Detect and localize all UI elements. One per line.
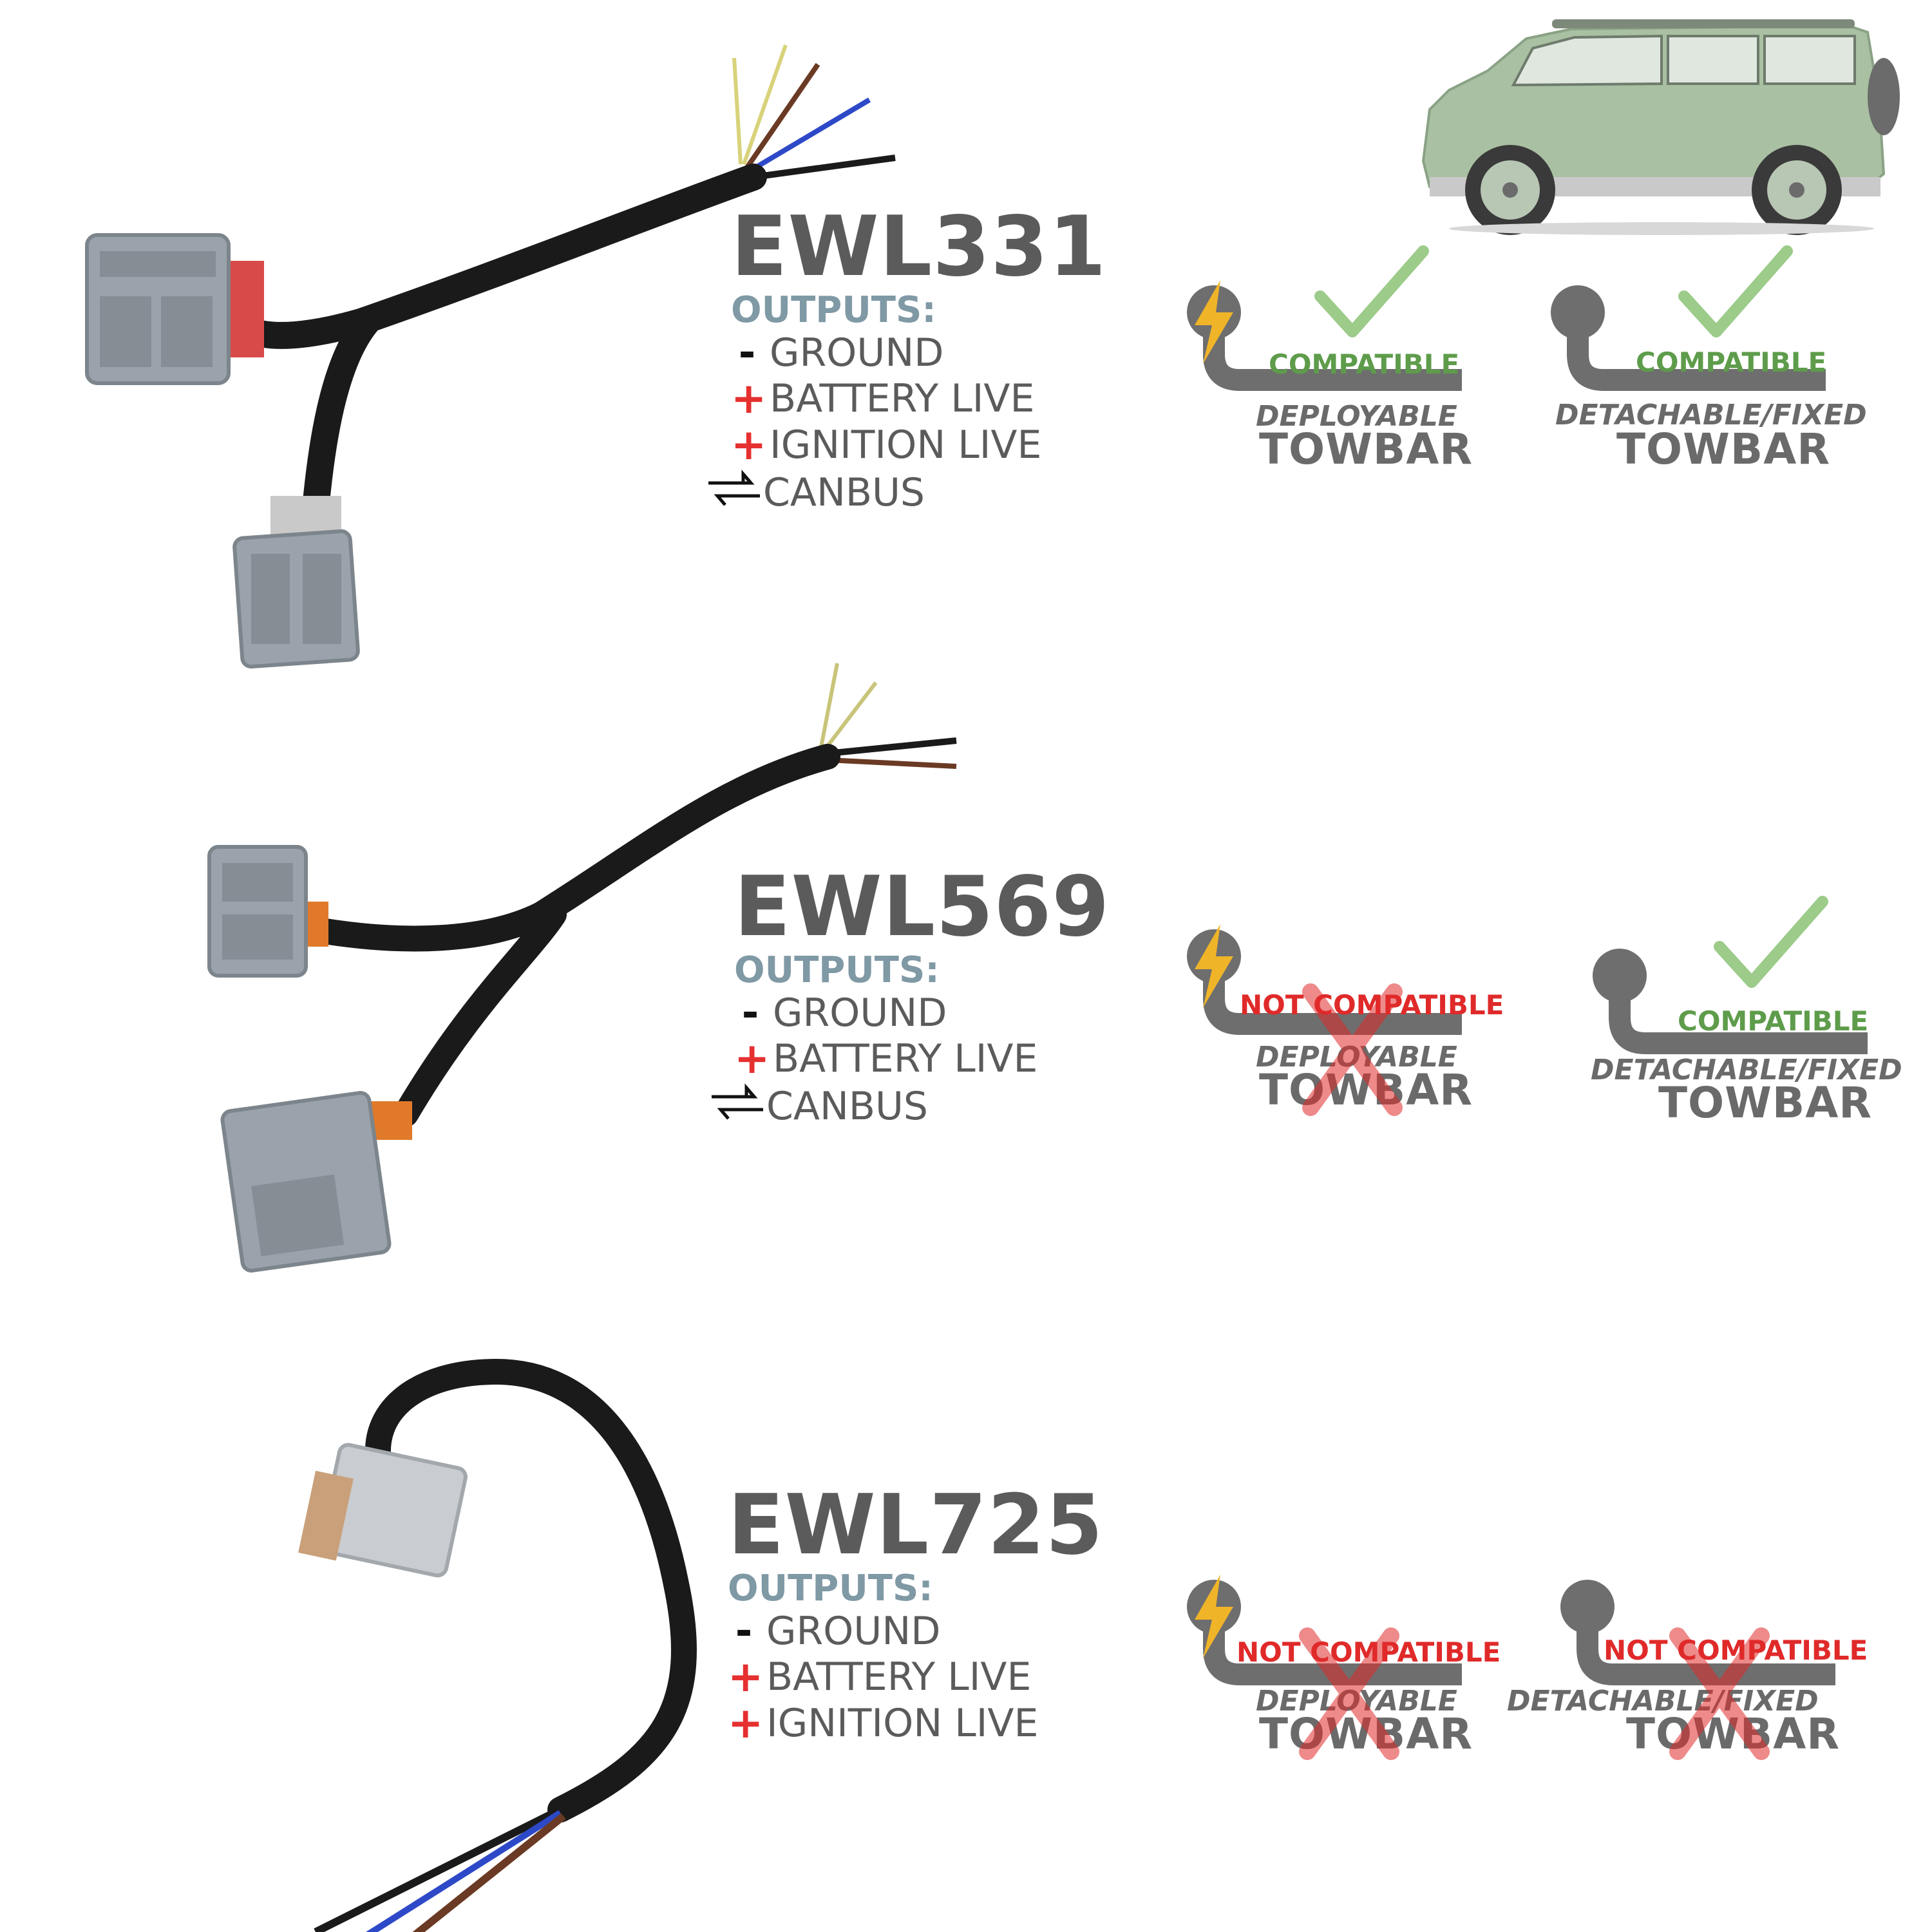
output-battery-live: + BATTERY LIVE — [734, 1037, 1110, 1080]
checkmark-icon — [1678, 245, 1793, 337]
towbar-badge-deployable: COMPATIBLE DEPLOYABLE TOWBAR — [1185, 245, 1472, 471]
towbar-badge-deployable: NOT COMPATIBLE DEPLOYABLE TOWBAR — [1185, 1526, 1520, 1760]
output-ignition-live: + IGNITION LIVE — [728, 1702, 1103, 1745]
checkmark-icon — [1714, 896, 1828, 988]
output-ground: - GROUND — [734, 992, 1110, 1034]
cross-icon — [1669, 1627, 1770, 1760]
harness-image — [85, 44, 896, 669]
product-code: EWL725 — [728, 1477, 1104, 1573]
plus-symbol: + — [731, 374, 767, 423]
output-label: GROUND — [766, 1609, 941, 1654]
vehicle-image — [1421, 19, 1900, 235]
output-canbus: CANBUS — [705, 469, 1106, 515]
output-battery-live: + BATTERY LIVE — [728, 1656, 1103, 1698]
towbar-type-label: DETACHABLE/FIXED — [1591, 1054, 1902, 1086]
output-label: GROUND — [773, 990, 947, 1036]
compatibility-status: COMPATIBLE — [1636, 346, 1827, 378]
output-battery-live: + BATTERY LIVE — [731, 377, 1106, 420]
product-code: EWL569 — [734, 859, 1110, 955]
towbar-label: TOWBAR — [1259, 424, 1473, 474]
product-ewl725: EWL725 OUTPUTS: - GROUND + BATTERY LIVE … — [728, 1484, 1103, 1745]
plus-symbol: + — [731, 420, 767, 469]
compatibility-status: COMPATIBLE — [1269, 348, 1460, 380]
output-label: IGNITION LIVE — [770, 422, 1042, 468]
plus-symbol: + — [728, 1652, 764, 1701]
towbar-type-label: DEPLOYABLE — [1256, 400, 1457, 433]
cross-icon — [1302, 983, 1403, 1116]
output-label: GROUND — [770, 330, 944, 375]
output-label: CANBUS — [763, 470, 925, 515]
product-ewl569: EWL569 OUTPUTS: - GROUND + BATTERY LIVE … — [712, 859, 1110, 1129]
output-label: IGNITION LIVE — [766, 1701, 1039, 1746]
outputs-label: OUTPUTS: — [728, 1567, 933, 1609]
canbus-icon — [708, 1083, 766, 1129]
towbar-type-label: DETACHABLE/FIXED — [1555, 399, 1867, 431]
output-ground: - GROUND — [731, 332, 1106, 374]
harness-image — [207, 663, 957, 1273]
towbar-icon — [1560, 1580, 1835, 1685]
product-code: EWL331 — [731, 199, 1107, 295]
product-ewl331: EWL331 OUTPUTS: - GROUND + BATTERY LIVE … — [708, 199, 1107, 515]
plus-symbol: + — [728, 1698, 764, 1748]
towbar-icon — [1593, 949, 1868, 1054]
lightning-icon — [1195, 924, 1233, 1008]
towbar-label: TOWBAR — [1616, 424, 1831, 474]
lightning-icon — [1195, 280, 1233, 364]
canbus-icon — [705, 469, 763, 515]
towbar-badge-detachable: COMPATIBLE DETACHABLE/FIXED TOWBAR — [1584, 895, 1919, 1128]
towbar-icon — [1551, 285, 1826, 391]
outputs-label: OUTPUTS: — [731, 289, 936, 331]
plus-symbol: + — [734, 1034, 770, 1083]
lightning-icon — [1195, 1575, 1233, 1658]
minus-symbol: - — [735, 1607, 753, 1655]
harness-image — [298, 1358, 697, 1932]
outputs-label: OUTPUTS: — [734, 949, 940, 991]
towbar-badge-detachable: NOT COMPATIBLE DETACHABLE/FIXED TOWBAR — [1507, 1526, 1893, 1760]
minus-symbol: - — [741, 989, 759, 1037]
output-label: BATTERY LIVE — [766, 1654, 1032, 1700]
output-label: BATTERY LIVE — [773, 1036, 1038, 1081]
minus-symbol: - — [738, 329, 756, 377]
output-label: CANBUS — [766, 1084, 928, 1129]
output-label: BATTERY LIVE — [770, 376, 1035, 421]
cross-icon — [1299, 1627, 1399, 1760]
output-ignition-live: + IGNITION LIVE — [731, 424, 1106, 466]
compatibility-status: COMPATIBLE — [1678, 1005, 1869, 1037]
towbar-type-label: DETACHABLE/FIXED — [1507, 1685, 1819, 1718]
towbar-badge-deployable: NOT COMPATIBLE DEPLOYABLE TOWBAR — [1185, 889, 1520, 1116]
towbar-label: TOWBAR — [1658, 1078, 1873, 1128]
output-ground: - GROUND — [728, 1611, 1103, 1652]
output-canbus: CANBUS — [708, 1083, 1110, 1129]
checkmark-icon — [1314, 245, 1429, 337]
towbar-badge-detachable: COMPATIBLE DETACHABLE/FIXED TOWBAR — [1542, 245, 1903, 474]
